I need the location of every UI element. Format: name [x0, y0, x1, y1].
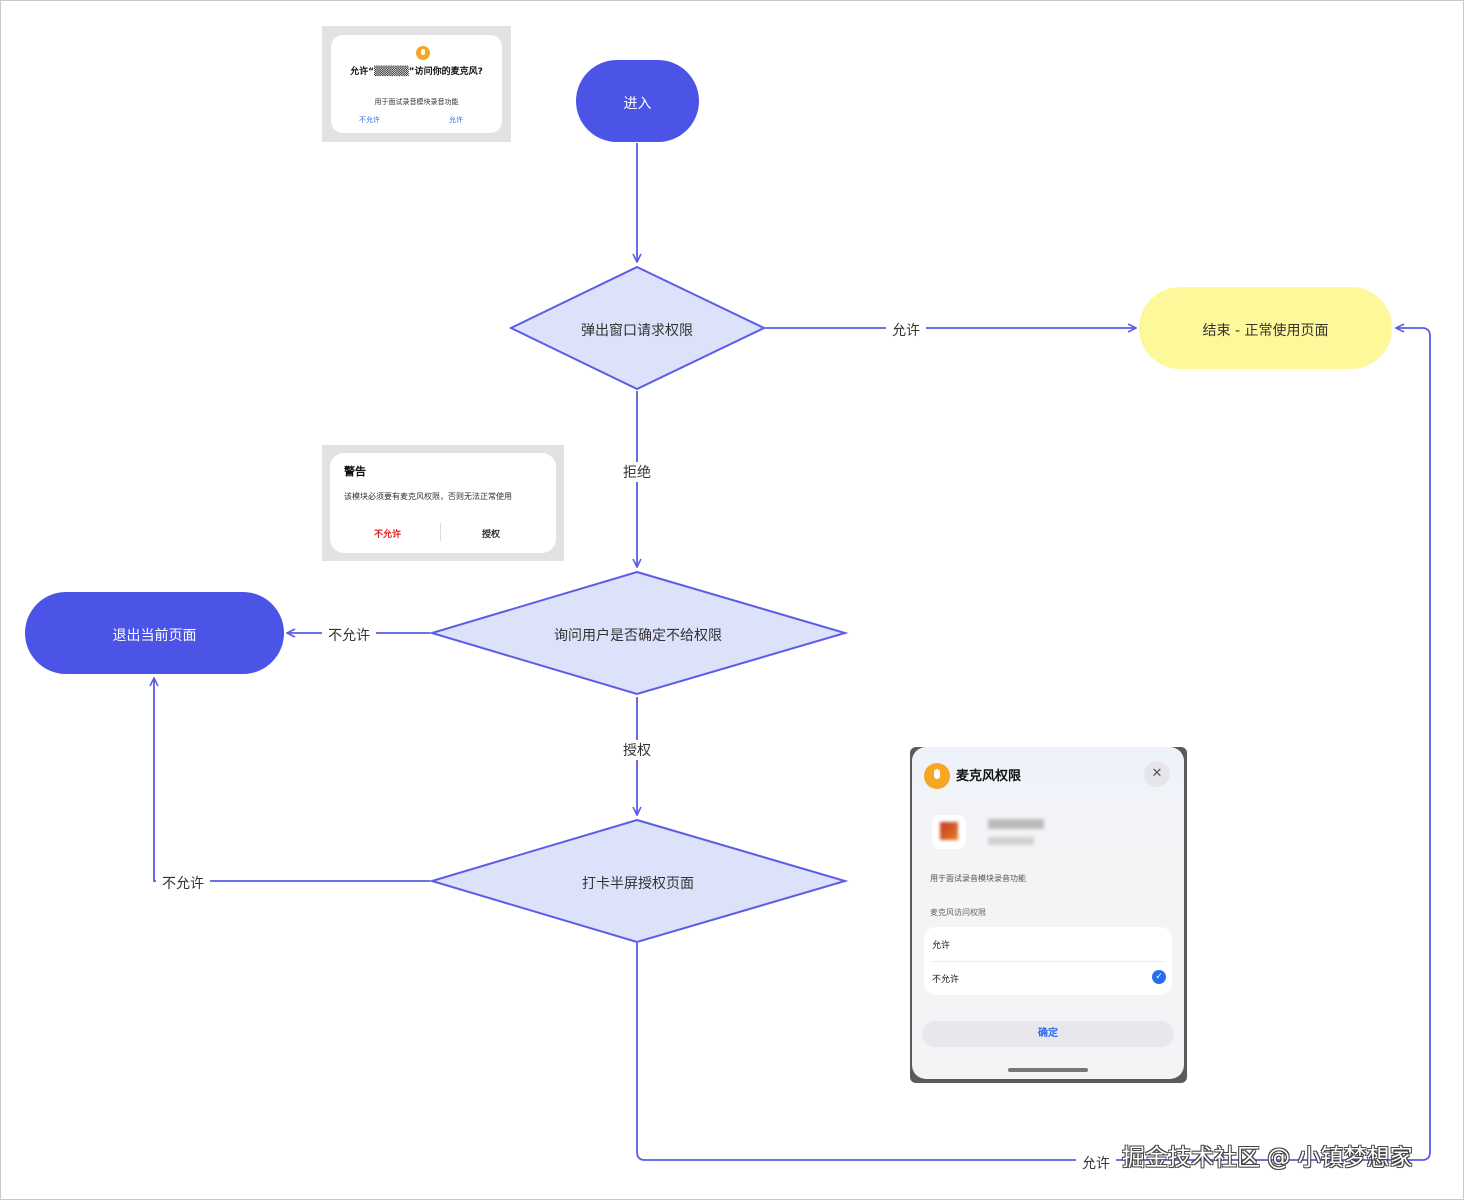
edge-label-allow-2: 允许: [1076, 1153, 1116, 1173]
permission-options: 允许 不允许 ✓: [924, 927, 1172, 995]
warning-card: 警告 该模块必须要有麦克风权限，否则无法正常使用 不允许 授权: [330, 453, 556, 553]
screenshot-ios-permission-alert: 允许“▒▒▒▒▒”访问你的麦克风? 用于面试录音模块录音功能 不允许 允许: [322, 26, 511, 142]
confirm-button[interactable]: 确定: [922, 1021, 1174, 1047]
screenshot-half-screen-sheet: 麦克风权限 ✕ 用于面试录音模块录音功能 麦克风访问权限 允许 不允许 ✓ 确定: [910, 747, 1187, 1083]
warning-title: 警告: [344, 465, 366, 478]
node-exit-shape: [25, 592, 284, 674]
node-ask-label: 询问用户是否确定不给权限: [554, 628, 722, 644]
alert-card: 允许“▒▒▒▒▒”访问你的麦克风? 用于面试录音模块录音功能 不允许 允许: [331, 35, 502, 133]
option-divider: [932, 961, 1164, 962]
node-half-label: 打卡半屏授权页面: [582, 876, 694, 892]
node-popup-shape: [508, 265, 767, 391]
close-icon[interactable]: ✕: [1144, 761, 1170, 787]
node-exit-label: 退出当前页面: [112, 628, 197, 644]
edge-label-not-allow: 不允许: [322, 625, 376, 645]
edge-label-authorize: 授权: [617, 740, 657, 760]
microphone-icon: [416, 46, 430, 60]
section-label: 麦克风访问权限: [930, 908, 986, 917]
home-indicator: [1008, 1068, 1088, 1072]
node-end-shape: [1139, 287, 1392, 369]
node-half-shape: [428, 818, 849, 944]
warning-body: 该模块必须要有麦克风权限，否则无法正常使用: [344, 492, 512, 501]
button-divider: [440, 523, 441, 541]
allow-button[interactable]: 允许: [449, 116, 463, 124]
node-enter-shape: [576, 60, 699, 142]
edge-label-allow: 允许: [886, 320, 926, 340]
authorize-button[interactable]: 授权: [482, 530, 501, 540]
node-end-label: 结束 - 正常使用页面: [1202, 323, 1329, 339]
node-ask-shape: [428, 570, 849, 696]
deny-button[interactable]: 不允许: [359, 116, 380, 124]
edge-label-not-allow-2: 不允许: [156, 873, 210, 893]
edge-label-deny: 拒绝: [617, 462, 657, 482]
sheet-description: 用于面试录音模块录音功能: [930, 874, 1026, 883]
watermark: 掘金技术社区 @ 小镇梦想家: [1122, 1145, 1413, 1171]
option-allow[interactable]: 允许: [932, 941, 951, 951]
edge-half-to-end: [636, 328, 1431, 1161]
app-name-blurred: [988, 819, 1044, 829]
microphone-icon: [924, 763, 950, 789]
deny-button[interactable]: 不允许: [374, 530, 402, 540]
option-deny[interactable]: 不允许: [932, 975, 960, 985]
screenshot-warning-dialog: 警告 该模块必须要有麦克风权限，否则无法正常使用 不允许 授权: [322, 445, 564, 561]
app-subtitle-blurred: [988, 837, 1034, 845]
alert-description: 用于面试录音模块录音功能: [374, 98, 459, 106]
alert-title: 允许“▒▒▒▒▒”访问你的麦克风?: [350, 67, 483, 77]
app-icon: [932, 815, 966, 849]
sheet-card: 麦克风权限 ✕ 用于面试录音模块录音功能 麦克风访问权限 允许 不允许 ✓ 确定: [912, 747, 1184, 1079]
edge-half-to-exit: [154, 678, 430, 882]
node-popup-label: 弹出窗口请求权限: [581, 323, 693, 339]
check-icon: ✓: [1152, 970, 1166, 984]
sheet-title: 麦克风权限: [956, 769, 1022, 784]
node-enter-label: 进入: [623, 96, 652, 112]
